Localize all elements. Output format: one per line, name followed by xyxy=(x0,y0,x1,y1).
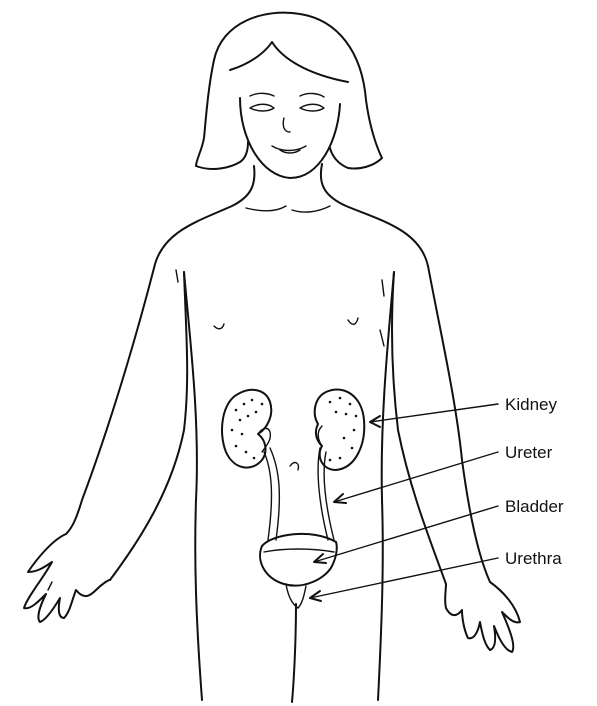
label-urethra: Urethra xyxy=(505,549,562,568)
torso-outline xyxy=(24,164,520,702)
bladder-organ xyxy=(260,534,337,608)
kidney-organs xyxy=(222,390,364,470)
label-ureter: Ureter xyxy=(505,443,553,462)
kidney-texture xyxy=(231,397,358,462)
label-kidney: Kidney xyxy=(505,395,557,414)
ureter-tubes xyxy=(264,448,334,540)
label-pointers xyxy=(310,404,498,601)
label-bladder: Bladder xyxy=(505,497,564,516)
head xyxy=(196,13,382,178)
